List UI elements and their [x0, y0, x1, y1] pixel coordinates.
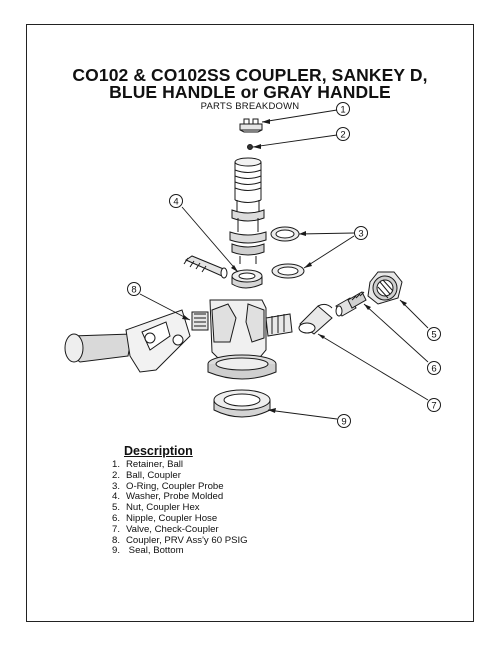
part-hose-nipple	[335, 291, 367, 317]
title-line-2: BLUE HANDLE or GRAY HANDLE	[109, 82, 391, 102]
svg-text:9: 9	[341, 417, 346, 428]
callout-6: 6	[427, 361, 441, 375]
parts-list-item: 1.Retainer, Ball	[112, 459, 184, 470]
parts-list-item: 7.Valve, Check-Coupler	[112, 523, 219, 535]
coupler-probe-stem	[229, 157, 267, 264]
part-washer-probe	[231, 269, 263, 289]
parts-list: 1.Retainer, Ball 2.Ball, Coupler 3.O-Rin…	[112, 459, 248, 557]
svg-text:5: 5	[431, 330, 436, 341]
parts-list-item: 9. Seal, Bottom	[112, 545, 184, 557]
callout-2: 2	[336, 127, 350, 141]
svg-text:6: 6	[431, 364, 436, 375]
part-retainer-ball	[239, 118, 263, 133]
callout-1: 1	[336, 102, 350, 116]
parts-list-item: 2.Ball, Coupler	[112, 469, 181, 481]
part-ball	[247, 144, 253, 150]
callout-3: 3	[354, 226, 368, 240]
parts-list-item: 3.O-Ring, Coupler Probe	[112, 480, 224, 492]
part-coupler-body	[64, 299, 293, 380]
callout-8: 8	[127, 282, 141, 296]
callout-9: 9	[337, 414, 351, 428]
part-o-rings	[270, 226, 305, 279]
parts-list-item: 4.Washer, Probe Molded	[112, 491, 224, 503]
svg-text:4: 4	[173, 197, 178, 208]
svg-text:8: 8	[131, 285, 136, 296]
callout-5: 5	[427, 327, 441, 341]
subtitle: PARTS BREAKDOWN	[200, 101, 300, 112]
part-check-valve	[298, 303, 333, 335]
svg-text:1: 1	[340, 105, 345, 116]
title-line-1: CO102 & CO102SS COUPLER, SANKEY D,	[72, 65, 428, 85]
parts-list-item: 6.Nipple, Coupler Hose	[112, 512, 218, 524]
svg-text:7: 7	[431, 401, 436, 412]
callout-7: 7	[427, 398, 441, 412]
drawing-border	[26, 24, 474, 622]
part-bottom-seal	[213, 389, 271, 418]
part-hex-nut	[367, 271, 403, 305]
leader-lines	[139, 109, 429, 420]
parts-list-item: 5.Nut, Coupler Hex	[112, 502, 200, 514]
parts-list-item: 8.Coupler, PRV Ass'y 60 PSIG	[112, 534, 248, 546]
description-heading: Description	[124, 444, 193, 458]
lever-pin	[183, 255, 228, 279]
callout-4: 4	[169, 194, 183, 208]
svg-text:3: 3	[358, 229, 363, 240]
svg-text:2: 2	[340, 130, 345, 141]
